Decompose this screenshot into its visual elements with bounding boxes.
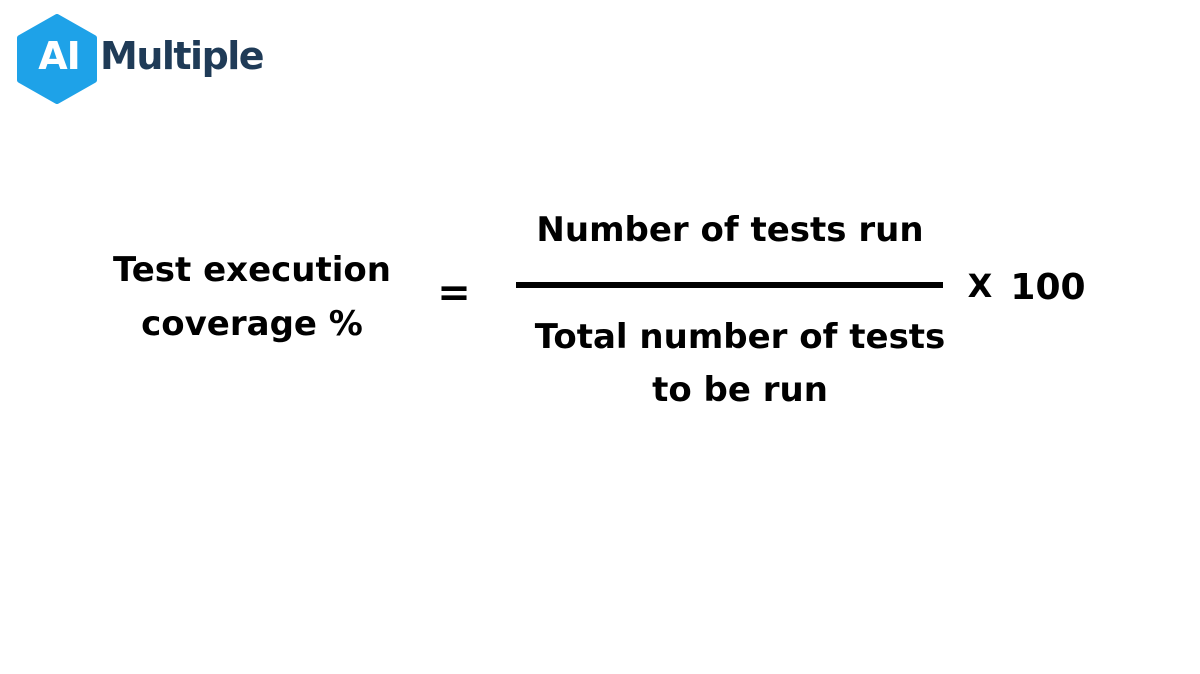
logo-hexagon-icon	[17, 14, 97, 104]
fraction-denominator: Total number of tests to be run	[534, 317, 946, 410]
logo-wordmark: Multiple	[100, 34, 265, 78]
aimultiple-logo: AI Multiple	[16, 14, 266, 106]
equals-sign: =	[437, 270, 471, 316]
multiply-sign: X	[967, 267, 993, 305]
formula-lhs-label: Test execution coverage %	[113, 250, 391, 344]
logo-ai-text: AI	[38, 34, 81, 78]
fraction-bar	[516, 282, 943, 288]
fraction-numerator: Number of tests run	[536, 210, 924, 250]
multiplier-value: 100	[1010, 267, 1086, 308]
